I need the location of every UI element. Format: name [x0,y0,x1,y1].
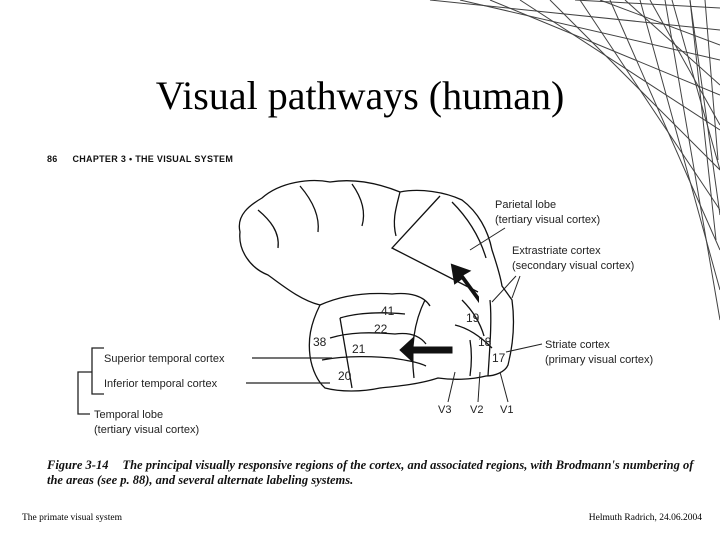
striate-label: Striate cortex [545,339,610,351]
superior-temporal-label: Superior temporal cortex [104,353,225,365]
parietal-lobe-sublabel: (tertiary visual cortex) [495,214,600,226]
area-19-label: 19 [466,311,480,325]
dorsal-stream-arrow [450,263,479,304]
area-22-label: 22 [374,322,388,336]
area-20-label: 20 [338,369,352,383]
figure-caption-text: The principal visually responsive region… [47,458,694,487]
v1-label: V1 [500,404,513,416]
book-page-number: 86 [47,154,58,164]
slide-title: Visual pathways (human) [155,73,565,118]
area-21-label: 21 [352,342,366,356]
area-17-label: 17 [492,351,506,365]
area-38-label: 38 [313,335,327,349]
brain-outline [238,179,515,392]
pathway-arrows [399,263,479,364]
parietal-lobe-label: Parietal lobe [495,199,556,211]
v3-label: V3 [438,404,451,416]
area-41-label: 41 [381,304,395,318]
ventral-stream-arrow [399,336,453,364]
figure-number: Figure 3-14 [47,458,109,472]
extrastriate-label: Extrastriate cortex [512,245,601,257]
inferior-temporal-label: Inferior temporal cortex [104,378,218,390]
temporal-lobe-label: Temporal lobe [94,409,163,421]
footer-right: Helmuth Radrich, 24.06.2004 [588,513,702,523]
extrastriate-sublabel: (secondary visual cortex) [512,260,634,272]
area-18-label: 18 [478,335,492,349]
footer-left: The primate visual system [22,513,122,523]
striate-sublabel: (primary visual cortex) [545,354,653,366]
v2-label: V2 [470,404,483,416]
book-header: 86 CHAPTER 3 • THE VISUAL SYSTEM [47,154,233,164]
temporal-lobe-sublabel: (tertiary visual cortex) [94,424,199,436]
book-chapter-title: CHAPTER 3 • THE VISUAL SYSTEM [72,154,234,164]
